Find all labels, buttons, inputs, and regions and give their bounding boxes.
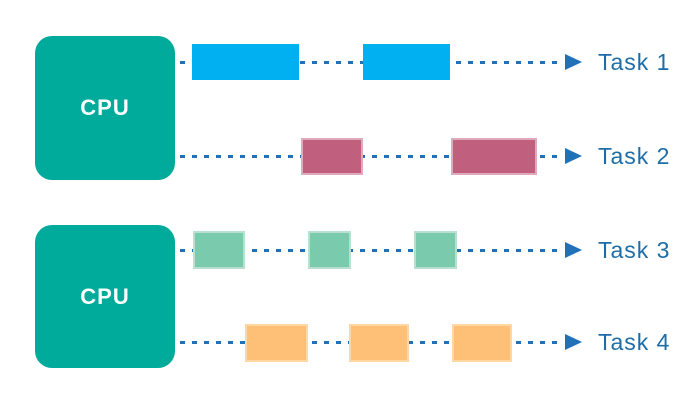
- cpu-label: CPU: [80, 95, 130, 120]
- arrow-right-icon: [565, 334, 582, 350]
- arrow-right-icon: [565, 54, 582, 70]
- arrow-right-icon: [565, 148, 582, 164]
- task-label: Task 2: [598, 142, 671, 169]
- task-execution-block: [414, 231, 457, 269]
- arrow-right-icon: [565, 242, 582, 258]
- task-execution-block: [301, 138, 363, 175]
- task-execution-block: [308, 231, 351, 269]
- task-execution-block: [451, 138, 537, 175]
- task-execution-block: [452, 324, 512, 362]
- task-execution-block: [363, 44, 450, 80]
- task-label: Task 4: [598, 328, 671, 355]
- task-execution-block: [192, 44, 299, 80]
- cpu-block: CPU: [35, 225, 175, 368]
- task-label: Task 1: [598, 48, 671, 75]
- cpu-block: CPU: [35, 36, 175, 180]
- task-execution-block: [193, 231, 245, 269]
- task-execution-block: [245, 324, 308, 362]
- cpu-label: CPU: [80, 283, 130, 309]
- timeline-dashed-line: [180, 155, 564, 158]
- timeline-dashed-line: [180, 249, 564, 252]
- task-label: Task 3: [598, 236, 671, 263]
- task-execution-block: [349, 324, 409, 362]
